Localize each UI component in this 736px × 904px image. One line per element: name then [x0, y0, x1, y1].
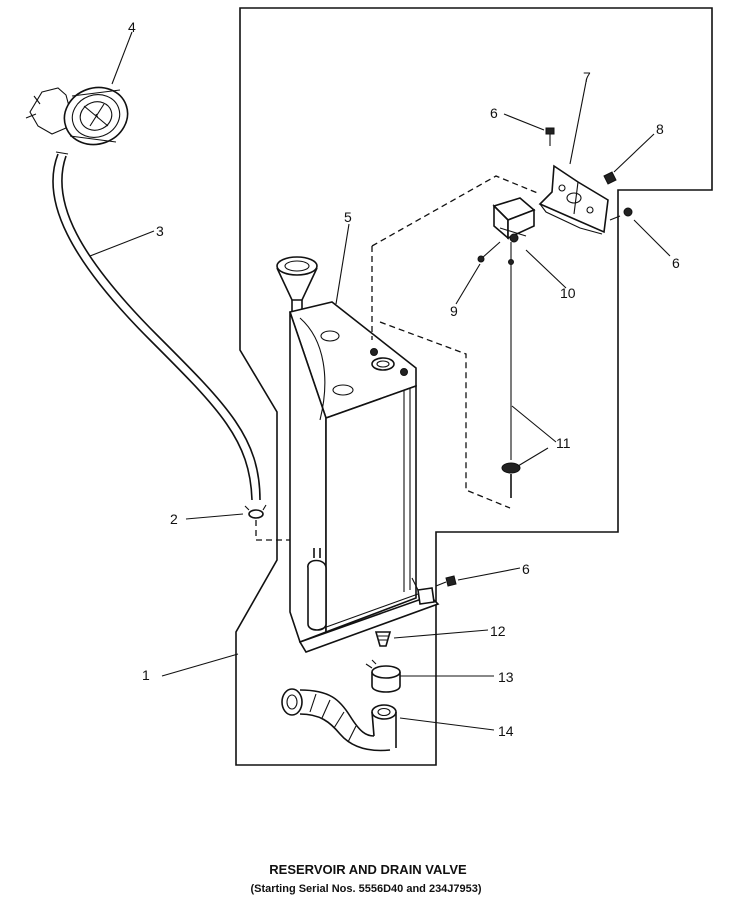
- reservoir-part: [276, 256, 440, 653]
- hose-clamp-part: [244, 504, 267, 519]
- callout-14: 14: [498, 723, 514, 739]
- valve-seat-part: [374, 631, 392, 647]
- callout-8: 8: [656, 121, 664, 137]
- callout-10: 10: [560, 285, 576, 301]
- assembly-dash-1: [371, 175, 541, 247]
- callout-11: 11: [556, 435, 571, 451]
- assembly-dash-3: [379, 321, 511, 509]
- leader-lines: [89, 31, 671, 731]
- callout-4: 4: [128, 19, 136, 35]
- callout-1: 1: [142, 667, 150, 683]
- hose-clamp-13-part: [365, 659, 401, 693]
- mounting-bracket-part: [538, 164, 609, 235]
- screw-6-right-part: [609, 207, 633, 221]
- callout-13: 13: [498, 669, 514, 685]
- screw-6-top-part: [545, 127, 555, 146]
- pressure-tube-part: [52, 151, 261, 501]
- callout-6-bottom: 6: [522, 561, 530, 577]
- nut-8-part: [603, 171, 617, 185]
- callout-6-right: 6: [672, 255, 680, 271]
- screw-9-part: [477, 241, 501, 263]
- drain-valve-solenoid-part: [492, 197, 536, 243]
- callout-6-top: 6: [490, 105, 498, 121]
- screw-6-bottom-part: [435, 575, 457, 587]
- caption-title: RESERVOIR AND DRAIN VALVE: [269, 862, 467, 877]
- drain-rod-part: [501, 242, 521, 498]
- caption-subtitle: (Starting Serial Nos. 5556D40 and 234J79…: [250, 883, 481, 895]
- callout-2: 2: [170, 511, 178, 527]
- callout-7: 7: [583, 69, 591, 85]
- pressure-switch-part: [25, 86, 129, 146]
- callout-9: 9: [450, 303, 458, 319]
- callout-3: 3: [156, 223, 164, 239]
- callout-5: 5: [344, 209, 352, 225]
- cabinet-outline: [235, 7, 713, 766]
- callout-12: 12: [490, 623, 506, 639]
- drain-hose-part: [281, 688, 397, 752]
